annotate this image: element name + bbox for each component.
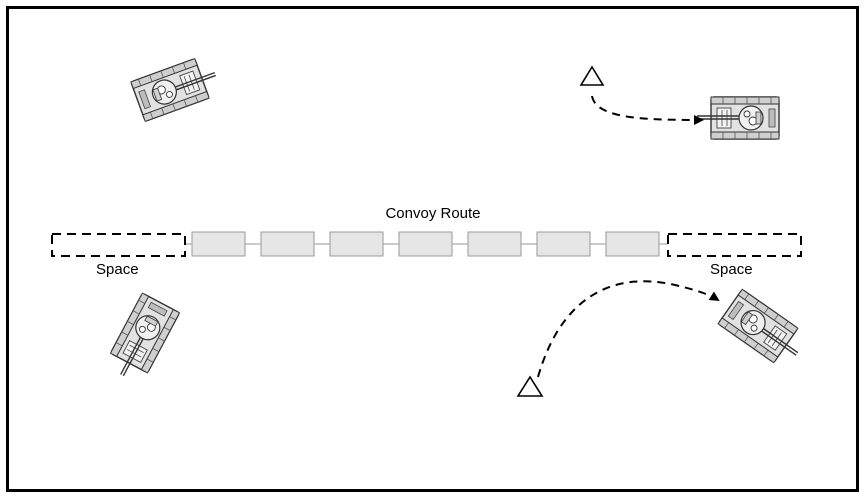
convoy-vehicle-2 <box>260 231 315 257</box>
convoy-route-title: Convoy Route <box>385 205 480 222</box>
convoy-vehicle-6 <box>536 231 591 257</box>
tank-icon <box>130 53 223 123</box>
dashed-arrow-icon <box>591 95 704 125</box>
space-right-box <box>667 233 802 257</box>
tank-icon <box>696 96 780 140</box>
convoy-vehicle-7 <box>605 231 660 257</box>
convoy-vehicle-3 <box>329 231 384 257</box>
tank-icon <box>103 292 181 386</box>
space-left-box <box>51 233 186 257</box>
dashed-arrow-icon <box>537 280 720 378</box>
convoy-vehicle-4 <box>398 231 453 257</box>
convoy-vehicles <box>191 231 660 257</box>
observation-post-triangle-icon <box>579 65 605 86</box>
convoy-vehicle-5 <box>467 231 522 257</box>
space-right-label: Space <box>710 261 753 278</box>
convoy-vehicle-1 <box>191 231 246 257</box>
observation-post-triangle-icon <box>516 375 544 397</box>
space-left-label: Space <box>96 261 139 278</box>
tank-icon <box>717 288 811 372</box>
